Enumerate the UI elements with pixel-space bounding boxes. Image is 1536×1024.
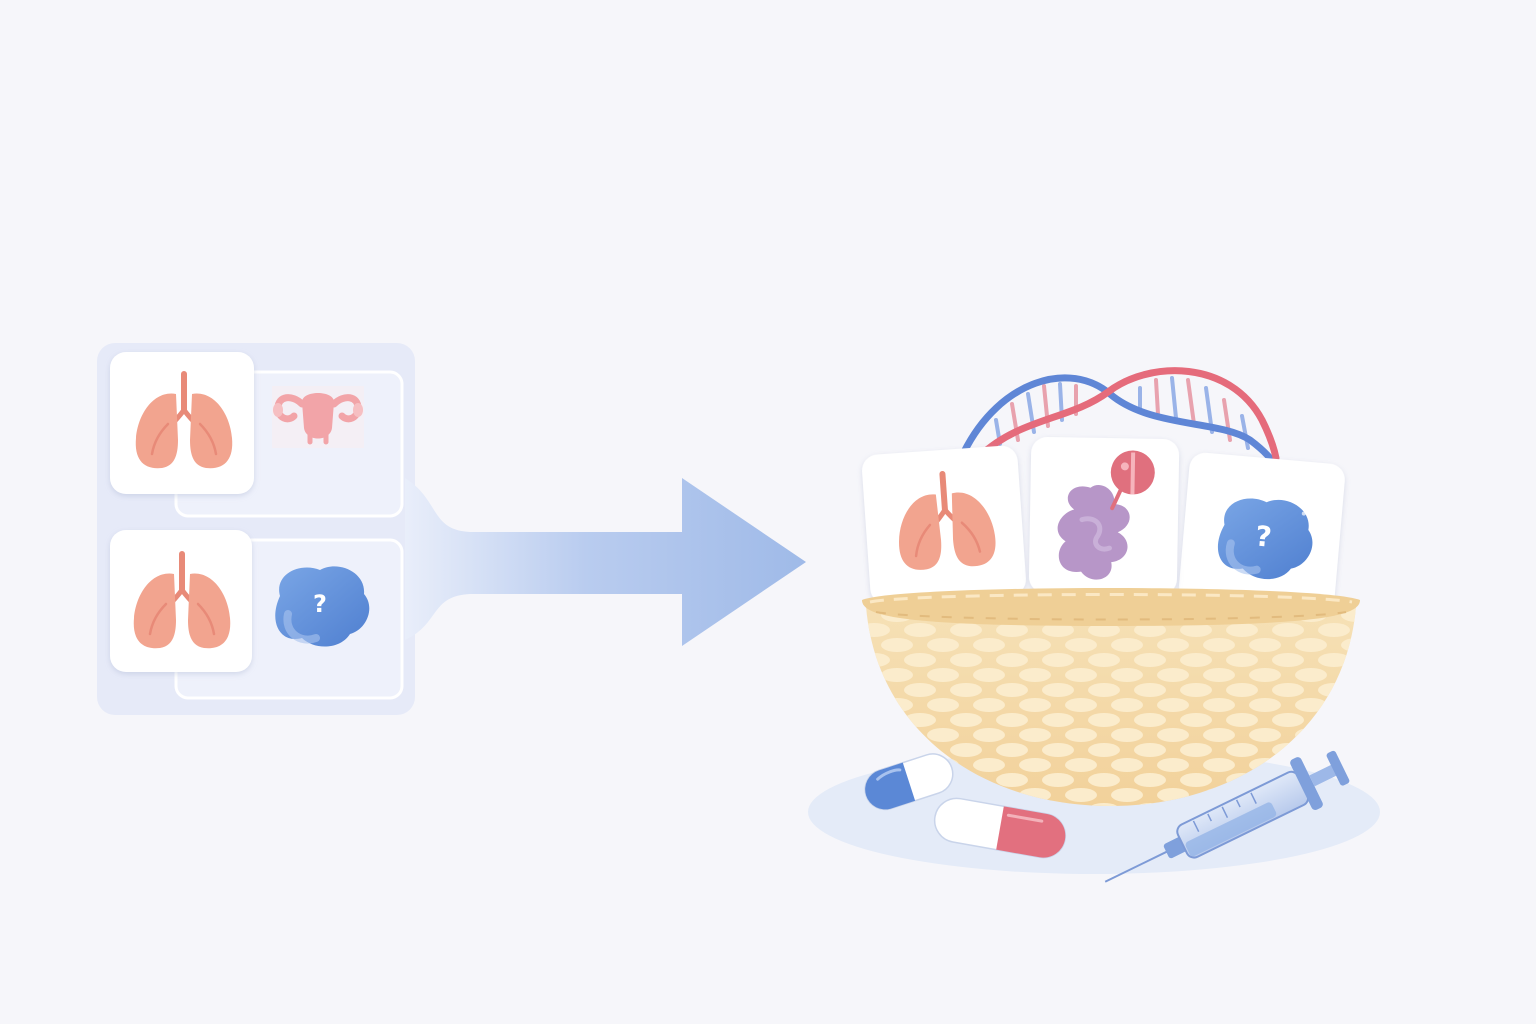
basket-card-1 (862, 445, 1026, 605)
syringe-icon (1104, 750, 1350, 883)
dna-helix-icon (960, 367, 1280, 470)
basket-card-2 (1028, 436, 1180, 596)
cohort-row-2: ? (110, 530, 404, 700)
unknown-label: ? (313, 590, 327, 618)
intestine-with-mushroom-icon (1057, 450, 1155, 580)
basket-scene: ? (808, 367, 1380, 883)
blue-capsule-icon (864, 753, 954, 811)
red-capsule-icon (933, 797, 1067, 859)
cohort-row-1 (110, 352, 404, 518)
right-arrow-icon (405, 478, 806, 646)
basket (862, 588, 1360, 806)
basket-card-3: ? (1179, 452, 1345, 614)
uterus-icon (272, 386, 364, 448)
unknown-label: ? (1254, 520, 1273, 554)
unknown-blob-icon: ? (275, 566, 369, 646)
cohort-panel: ? (97, 343, 415, 715)
unknown-blob-icon: ? (1215, 495, 1316, 583)
